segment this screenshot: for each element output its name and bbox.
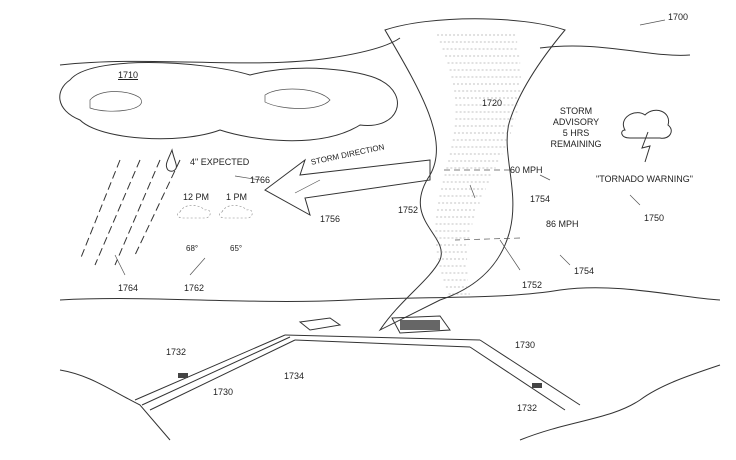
leader-lines: [114, 19, 666, 276]
storm-advisory-text: STORM ADVISORY 5 HRS REMAINING: [550, 106, 602, 149]
ref-1766: 1766: [250, 175, 271, 185]
road-left: [134, 334, 296, 411]
raindrop-icon: [165, 148, 177, 172]
storm-direction-label: STORM DIRECTION: [310, 142, 386, 167]
vehicle-left: [178, 373, 188, 378]
ground-horizon: [59, 287, 721, 302]
tornado-shading: [435, 34, 522, 295]
tornado-outline: [378, 18, 566, 332]
ref-1754-upper: 1754: [530, 194, 551, 204]
ref-1710: 1710: [118, 70, 139, 80]
ref-1730-right: 1730: [515, 340, 536, 350]
tornado-warning-text: "TORNADO WARNING": [596, 174, 693, 184]
sky-contour: [59, 37, 691, 66]
ref-1762: 1762: [184, 283, 205, 293]
road-center: [284, 334, 481, 348]
forecast-time-12pm: 12 PM: [183, 192, 210, 202]
thunderstorm-icon: [621, 109, 672, 163]
ref-1752-upper: 1752: [398, 205, 419, 215]
ref-1730-left: 1730: [213, 387, 234, 397]
ref-1752-lower: 1752: [522, 280, 543, 290]
cloud-icon-1pm: [219, 205, 253, 219]
ref-1756: 1756: [320, 214, 341, 224]
cloud-detail: [89, 88, 331, 112]
cloud-outline: [59, 62, 398, 142]
ref-1720: 1720: [482, 98, 503, 108]
wind-speed-upper: 60 MPH: [510, 165, 543, 175]
hill-right: [519, 364, 721, 441]
ref-1732-left: 1732: [166, 347, 187, 357]
forecast-temp-1pm: 65°: [230, 244, 243, 253]
road-right: [469, 339, 581, 411]
structures: [298, 315, 451, 334]
ref-1734: 1734: [284, 371, 305, 381]
hill-left: [59, 369, 171, 441]
ref-1754-lower: 1754: [574, 266, 595, 276]
rain-lines: [79, 159, 181, 266]
ref-1750: 1750: [644, 213, 665, 223]
storm-direction-arrow: [264, 158, 431, 217]
wind-flow-lower: [454, 237, 521, 241]
wind-speed-lower: 86 MPH: [546, 219, 579, 229]
cloud-icon-12pm: [177, 205, 211, 219]
ref-1732-right: 1732: [517, 403, 538, 413]
ref-1764: 1764: [118, 283, 139, 293]
forecast-temp-12pm: 68°: [186, 244, 199, 253]
rain-expected-text: 4" EXPECTED: [190, 157, 250, 167]
damaged-building: [400, 320, 440, 330]
vehicle-right: [532, 383, 542, 388]
ref-1700: 1700: [668, 12, 689, 22]
forecast-time-1pm: 1 PM: [226, 192, 248, 202]
